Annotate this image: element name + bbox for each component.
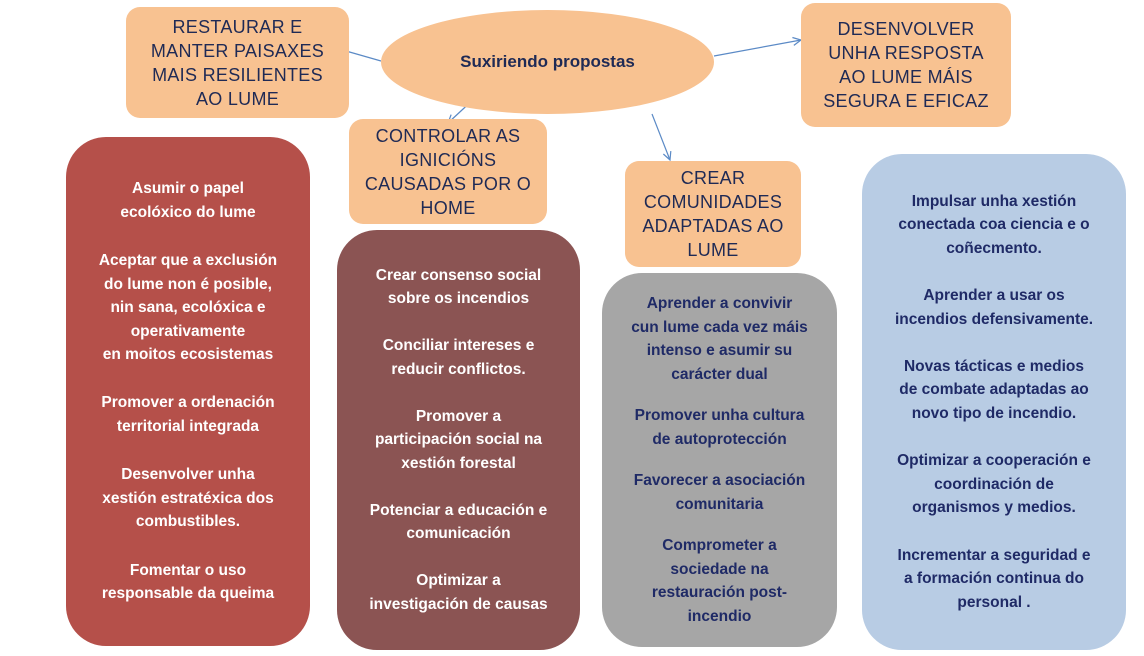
objective-crear: CREAR COMUNIDADES ADAPTADAS AO LUME (625, 161, 801, 267)
list-item: Asumir o papel ecolóxico do lume (120, 180, 256, 221)
list-item: Promover a participación social na xesti… (374, 407, 543, 472)
arrow-to-desenvolver (713, 40, 801, 57)
list-item: Desenvolver unha xestión estratéxica dos… (102, 466, 274, 531)
list-item: Optimizar a investigación de causas (369, 572, 548, 613)
objective-controlar: CONTROLAR AS IGNICIÓNS CAUSADAS POR O HO… (349, 119, 547, 224)
list-item: Aceptar que a exclusión do lume non é po… (98, 252, 278, 364)
list-item: Novas tácticas e medios de combate adapt… (899, 357, 1089, 422)
column-controlar-actions: Crear consenso social sobre os incendios… (337, 230, 580, 650)
list-item: Fomentar o uso responsable da queima (101, 561, 275, 603)
list-item: Incrementar a seguridad e a formación co… (897, 546, 1091, 611)
column-desenvolver-actions: Impulsar unha xestión conectada coa cien… (862, 154, 1126, 650)
list-item: Aprender a usar os incendios defensivame… (894, 287, 1094, 328)
column-crear-actions: Aprender a convivir cun lume cada vez má… (602, 273, 837, 647)
objective-restaurar: RESTAURAR E MANTER PAISAXES MAIS RESILIE… (126, 7, 349, 118)
list-item: Impulsar unha xestión conectada coa cien… (898, 192, 1090, 257)
list-item: Crear consenso social sobre os incendios (375, 266, 542, 308)
objective-desenvolver: DESENVOLVER UNHA RESPOSTA AO LUME MÁIS S… (801, 3, 1011, 127)
list-item: Comprometer a sociedade na restauración … (651, 537, 788, 625)
center-node: Suxiriendo propostas (381, 10, 714, 114)
arrow-to-crear (651, 113, 670, 160)
list-item: Conciliar intereses e reducir conflictos… (382, 337, 535, 378)
list-item: Favorecer a asociación comunitaria (633, 472, 806, 513)
list-item: Optimizar a cooperación e coordinación d… (897, 452, 1091, 517)
column-restaurar-actions: Asumir o papel ecolóxico do lume Aceptar… (66, 137, 310, 646)
list-item: Promover unha cultura de autoprotección (634, 407, 805, 448)
list-item: Potenciar a educación e comunicación (369, 501, 548, 543)
center-label: Suxiriendo propostas (460, 52, 635, 71)
list-item: Promover a ordenación territorial integr… (101, 394, 275, 435)
list-item: Aprender a convivir cun lume cada vez má… (631, 295, 808, 383)
